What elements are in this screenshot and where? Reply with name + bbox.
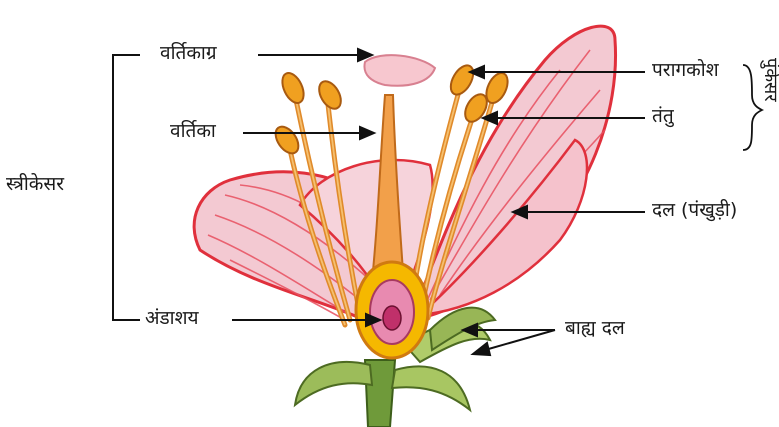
label-style: वर्तिका <box>170 122 216 141</box>
label-filament: तंतु <box>652 107 674 126</box>
anther <box>446 62 478 99</box>
anther <box>315 78 346 113</box>
stigma <box>364 55 435 86</box>
label-sepal: बाह्य दल <box>565 319 625 338</box>
anther <box>278 70 308 107</box>
label-ovary: अंडाशय <box>145 309 199 328</box>
label-pistil: स्त्रीकेसर <box>6 175 64 194</box>
anther <box>271 123 303 158</box>
ovule <box>383 306 401 330</box>
sepal-left <box>295 362 372 405</box>
label-anther: परागकोश <box>652 61 719 80</box>
label-stamen: पुंकेसर <box>761 58 779 102</box>
label-petal: दल (पंखुड़ी) <box>652 201 737 220</box>
label-stigma: वर्तिकाग्र <box>160 44 217 63</box>
sepal-right-lower <box>392 366 470 410</box>
